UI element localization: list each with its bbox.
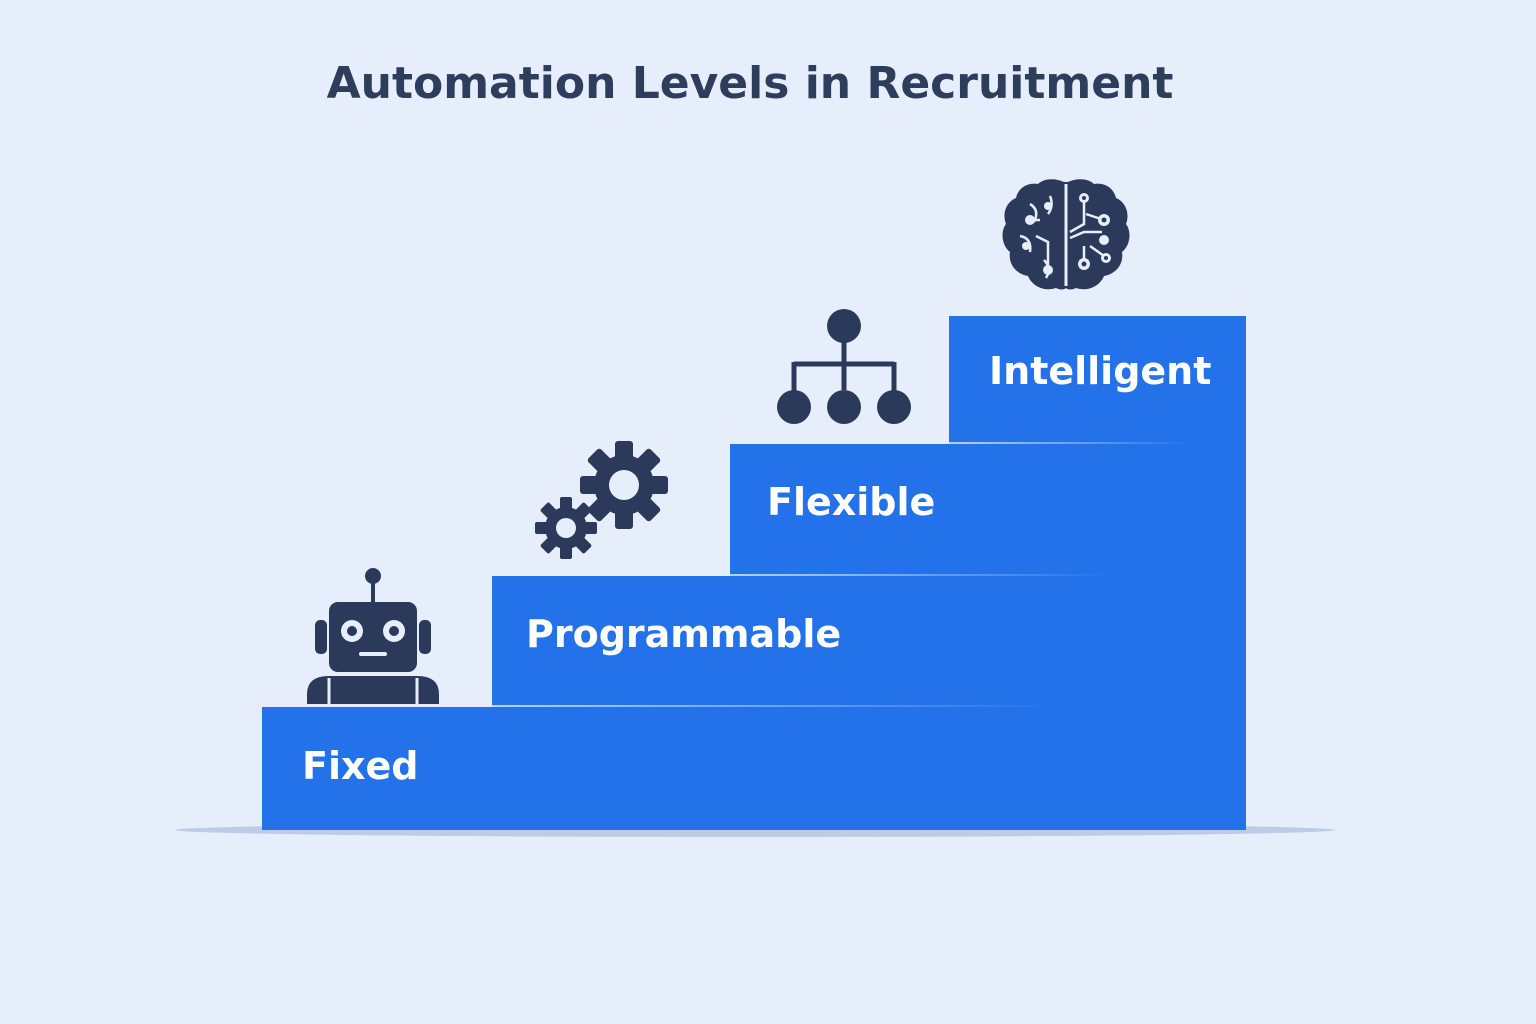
step-programmable	[492, 576, 1246, 707]
page-title: Automation Levels in Recruitment	[326, 58, 1174, 109]
hierarchy-icon	[774, 306, 914, 428]
gears-icon	[530, 438, 675, 563]
step-seam	[730, 574, 1110, 576]
robot-icon	[305, 566, 441, 706]
step-label-programmable: Programmable	[526, 612, 842, 656]
step-seam	[949, 442, 1189, 444]
step-seam	[492, 705, 1052, 707]
step-label-intelligent: Intelligent	[989, 349, 1212, 393]
step-flexible	[730, 444, 1246, 576]
step-label-fixed: Fixed	[302, 744, 419, 788]
brain-circuit-icon	[1000, 176, 1132, 294]
step-fixed	[262, 707, 1246, 830]
step-intelligent	[949, 316, 1246, 444]
step-label-flexible: Flexible	[767, 480, 936, 524]
